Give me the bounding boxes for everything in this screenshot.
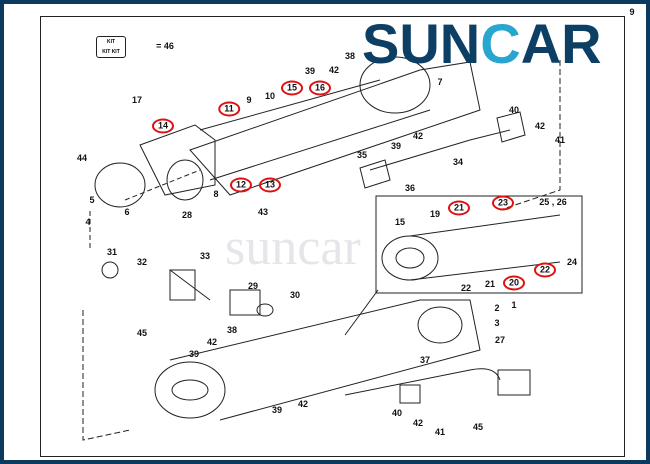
part-label: 27 xyxy=(494,335,506,345)
part-label: 45 xyxy=(472,422,484,432)
part-label: 19 xyxy=(429,209,441,219)
part-label: 41 xyxy=(554,135,566,145)
part-label: 33 xyxy=(199,251,211,261)
part-label: 40 xyxy=(508,105,520,115)
part-label: 39 xyxy=(304,66,316,76)
part-label: 35 xyxy=(356,150,368,160)
part-label: 36 xyxy=(404,183,416,193)
part-label: 29 xyxy=(247,281,259,291)
part-label: 34 xyxy=(452,157,464,167)
part-label: 28 xyxy=(181,210,193,220)
highlighted-seal-label: 21 xyxy=(447,200,471,216)
part-label: 40 xyxy=(391,408,403,418)
part-label: 42 xyxy=(534,121,546,131)
part-label: 43 xyxy=(257,207,269,217)
part-label: 41 xyxy=(434,427,446,437)
highlighted-seal-label: 22 xyxy=(533,262,557,278)
part-label: 31 xyxy=(106,247,118,257)
part-label: 30 xyxy=(289,290,301,300)
part-label: 42 xyxy=(297,399,309,409)
lower-cylinder xyxy=(82,261,531,441)
highlighted-seal-label: 11 xyxy=(218,101,240,117)
suncar-logo: SUNCAR xyxy=(362,12,602,75)
part-label: 25 , 26 xyxy=(539,197,567,207)
part-label: 38 xyxy=(344,51,356,61)
part-label: 44 xyxy=(76,153,88,163)
part-label: 22 xyxy=(460,283,472,293)
part-label: 38 xyxy=(226,325,238,335)
part-label: 6 xyxy=(124,207,130,217)
part-label: 32 xyxy=(136,257,148,267)
watermark: suncar xyxy=(225,219,361,276)
part-label: 45 xyxy=(136,328,148,338)
part-label: 24 xyxy=(566,257,578,267)
highlighted-seal-label: 12 xyxy=(229,177,253,193)
part-label: 1 xyxy=(511,300,517,310)
part-label: 39 xyxy=(271,405,283,415)
part-label: 15 xyxy=(394,217,406,227)
diagram-panel xyxy=(4,4,646,460)
part-label: 8 xyxy=(213,189,219,199)
part-label: 3 xyxy=(494,318,500,328)
part-label: 42 xyxy=(412,131,424,141)
highlighted-seal-label: 15 xyxy=(280,80,304,96)
part-label: 4 xyxy=(85,217,91,227)
part-label: 42 xyxy=(412,418,424,428)
part-label: 21 xyxy=(484,279,496,289)
highlighted-seal-label: 14 xyxy=(151,118,175,134)
part-label: 5 xyxy=(89,195,95,205)
part-label: 37 xyxy=(419,355,431,365)
part-label: 39 xyxy=(390,141,402,151)
inset-detail xyxy=(344,195,583,336)
part-label: 2 xyxy=(494,303,500,313)
part-label: 17 xyxy=(131,95,143,105)
seal-legend: = 46 xyxy=(156,41,174,51)
highlighted-seal-label: 20 xyxy=(502,275,526,291)
part-label: 42 xyxy=(206,337,218,347)
highlighted-seal-label: 13 xyxy=(258,177,282,193)
part-label: 9 xyxy=(629,7,635,17)
highlighted-seal-label: 16 xyxy=(308,80,332,96)
part-label: 9 xyxy=(246,95,252,105)
part-label: 42 xyxy=(328,65,340,75)
highlighted-seal-label: 23 xyxy=(491,195,515,211)
part-label: 10 xyxy=(264,91,276,101)
part-label: 7 xyxy=(437,77,443,87)
upper-cylinder xyxy=(89,56,561,248)
diagram-frame xyxy=(40,16,625,457)
part-label: 39 xyxy=(188,349,200,359)
